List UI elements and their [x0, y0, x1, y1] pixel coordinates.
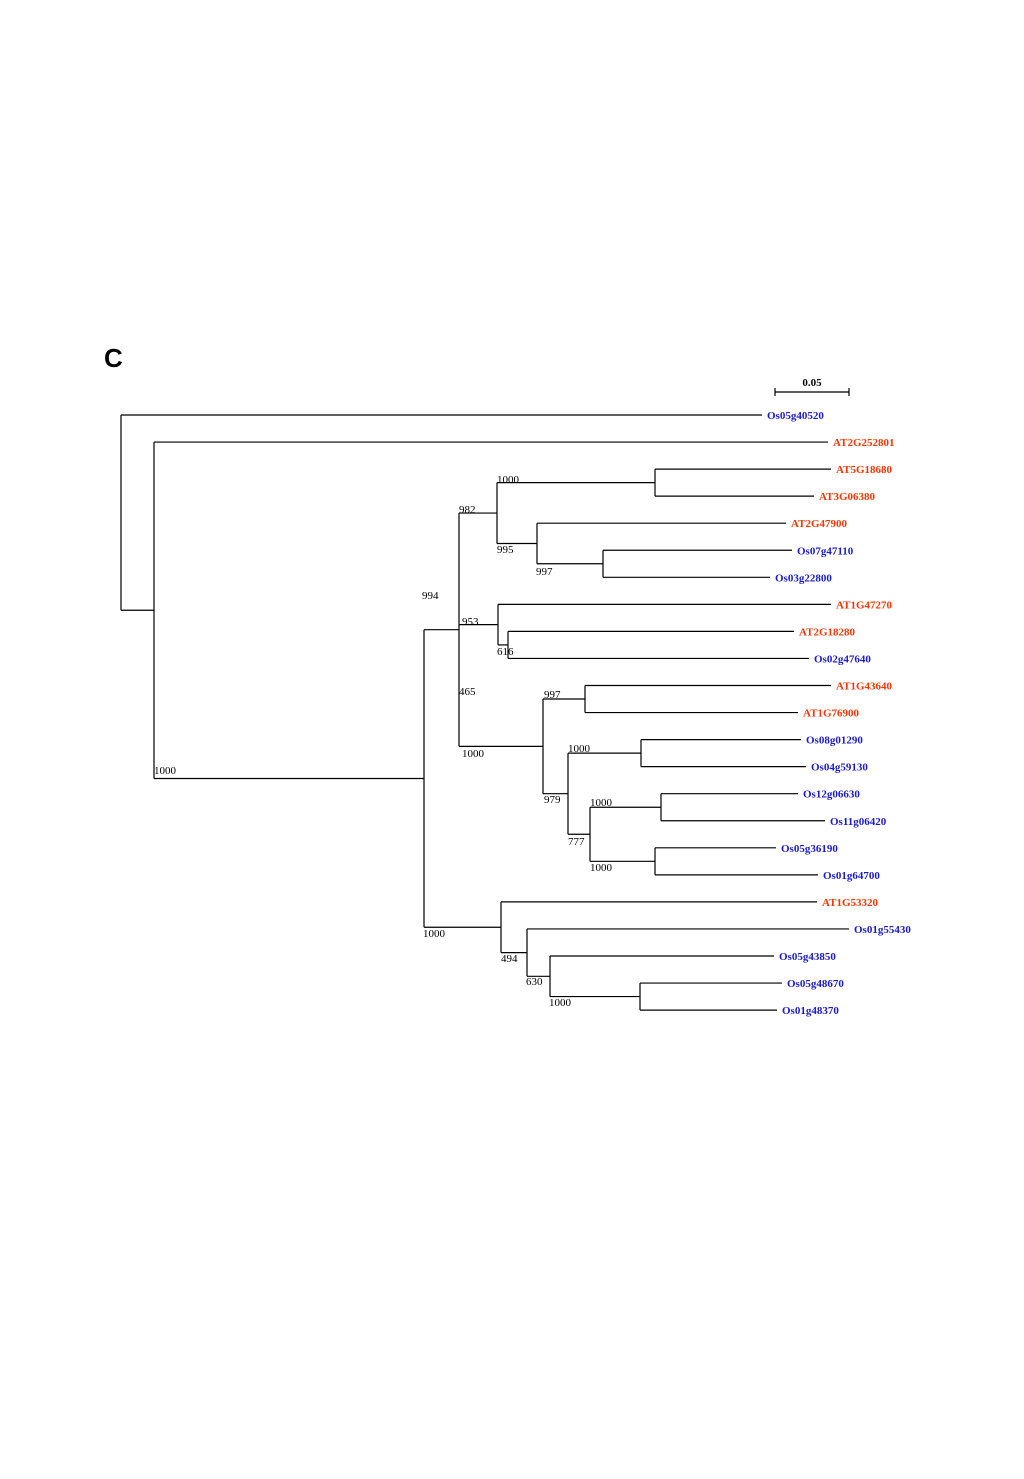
leaf-label-Os04g59130: Os04g59130	[811, 762, 868, 774]
tree-branches	[120, 414, 849, 1011]
leaf-label-AT5G18680: AT5G18680	[836, 464, 893, 476]
leaf-label-AT2G252801: AT2G252801	[833, 437, 895, 449]
bootstrap-value: 1000	[590, 797, 613, 809]
leaf-label-Os01g64700: Os01g64700	[823, 870, 880, 882]
bootstrap-value: 465	[459, 686, 476, 698]
bootstrap-value: 1000	[549, 997, 572, 1009]
bootstrap-value: 777	[568, 836, 585, 848]
leaf-label-AT1G47270: AT1G47270	[836, 599, 893, 611]
leaf-label-Os07g47110: Os07g47110	[797, 545, 854, 557]
scale-bar-label: 0.05	[802, 377, 822, 389]
leaf-label-AT1G43640: AT1G43640	[836, 681, 893, 693]
bootstrap-value: 1000	[497, 474, 520, 486]
bootstrap-value: 997	[544, 689, 561, 701]
leaf-label-AT2G18280: AT2G18280	[799, 626, 856, 638]
bootstrap-value: 997	[536, 566, 553, 578]
bootstrap-values: 1000 994 465 982 1000 995 997 953 616 1000 997 979 1…	[154, 474, 613, 1009]
scale-bar: 0.05	[774, 377, 850, 396]
leaf-label-Os01g55430: Os01g55430	[854, 924, 911, 936]
leaf-label-Os05g48670: Os05g48670	[787, 978, 844, 990]
bootstrap-value: 1000	[462, 748, 485, 760]
bootstrap-value: 1000	[423, 928, 446, 940]
leaf-label-AT3G06380: AT3G06380	[819, 491, 876, 503]
leaf-label-Os11g06420: Os11g06420	[830, 816, 887, 828]
bootstrap-value: 616	[497, 646, 514, 658]
bootstrap-value: 1000	[590, 862, 613, 874]
bootstrap-value: 1000	[154, 765, 177, 777]
bootstrap-value: 1000	[568, 743, 591, 755]
bootstrap-value: 953	[462, 616, 479, 628]
bootstrap-value: 979	[544, 794, 561, 806]
bootstrap-value: 994	[422, 590, 439, 602]
leaf-label-Os12g06630: Os12g06630	[803, 789, 860, 801]
leaf-label-Os03g22800: Os03g22800	[775, 572, 832, 584]
leaf-label-AT1G76900: AT1G76900	[803, 708, 860, 720]
leaf-label-Os01g48370: Os01g48370	[782, 1005, 839, 1017]
leaf-label-Os05g40520: Os05g40520	[767, 410, 824, 422]
leaf-labels: Os05g40520AT2G252801AT5G18680AT3G06380AT…	[767, 410, 911, 1017]
bootstrap-value: 494	[501, 953, 518, 965]
leaf-label-AT1G53320: AT1G53320	[822, 897, 879, 909]
leaf-label-Os05g36190: Os05g36190	[781, 843, 838, 855]
bootstrap-value: 995	[497, 544, 514, 556]
panel-label: C	[104, 343, 123, 373]
leaf-label-Os08g01290: Os08g01290	[806, 735, 863, 747]
bootstrap-value: 982	[459, 504, 476, 516]
leaf-label-Os02g47640: Os02g47640	[814, 653, 871, 665]
bootstrap-value: 630	[526, 976, 543, 988]
leaf-label-AT2G47900: AT2G47900	[791, 518, 848, 530]
leaf-label-Os05g43850: Os05g43850	[779, 951, 836, 963]
